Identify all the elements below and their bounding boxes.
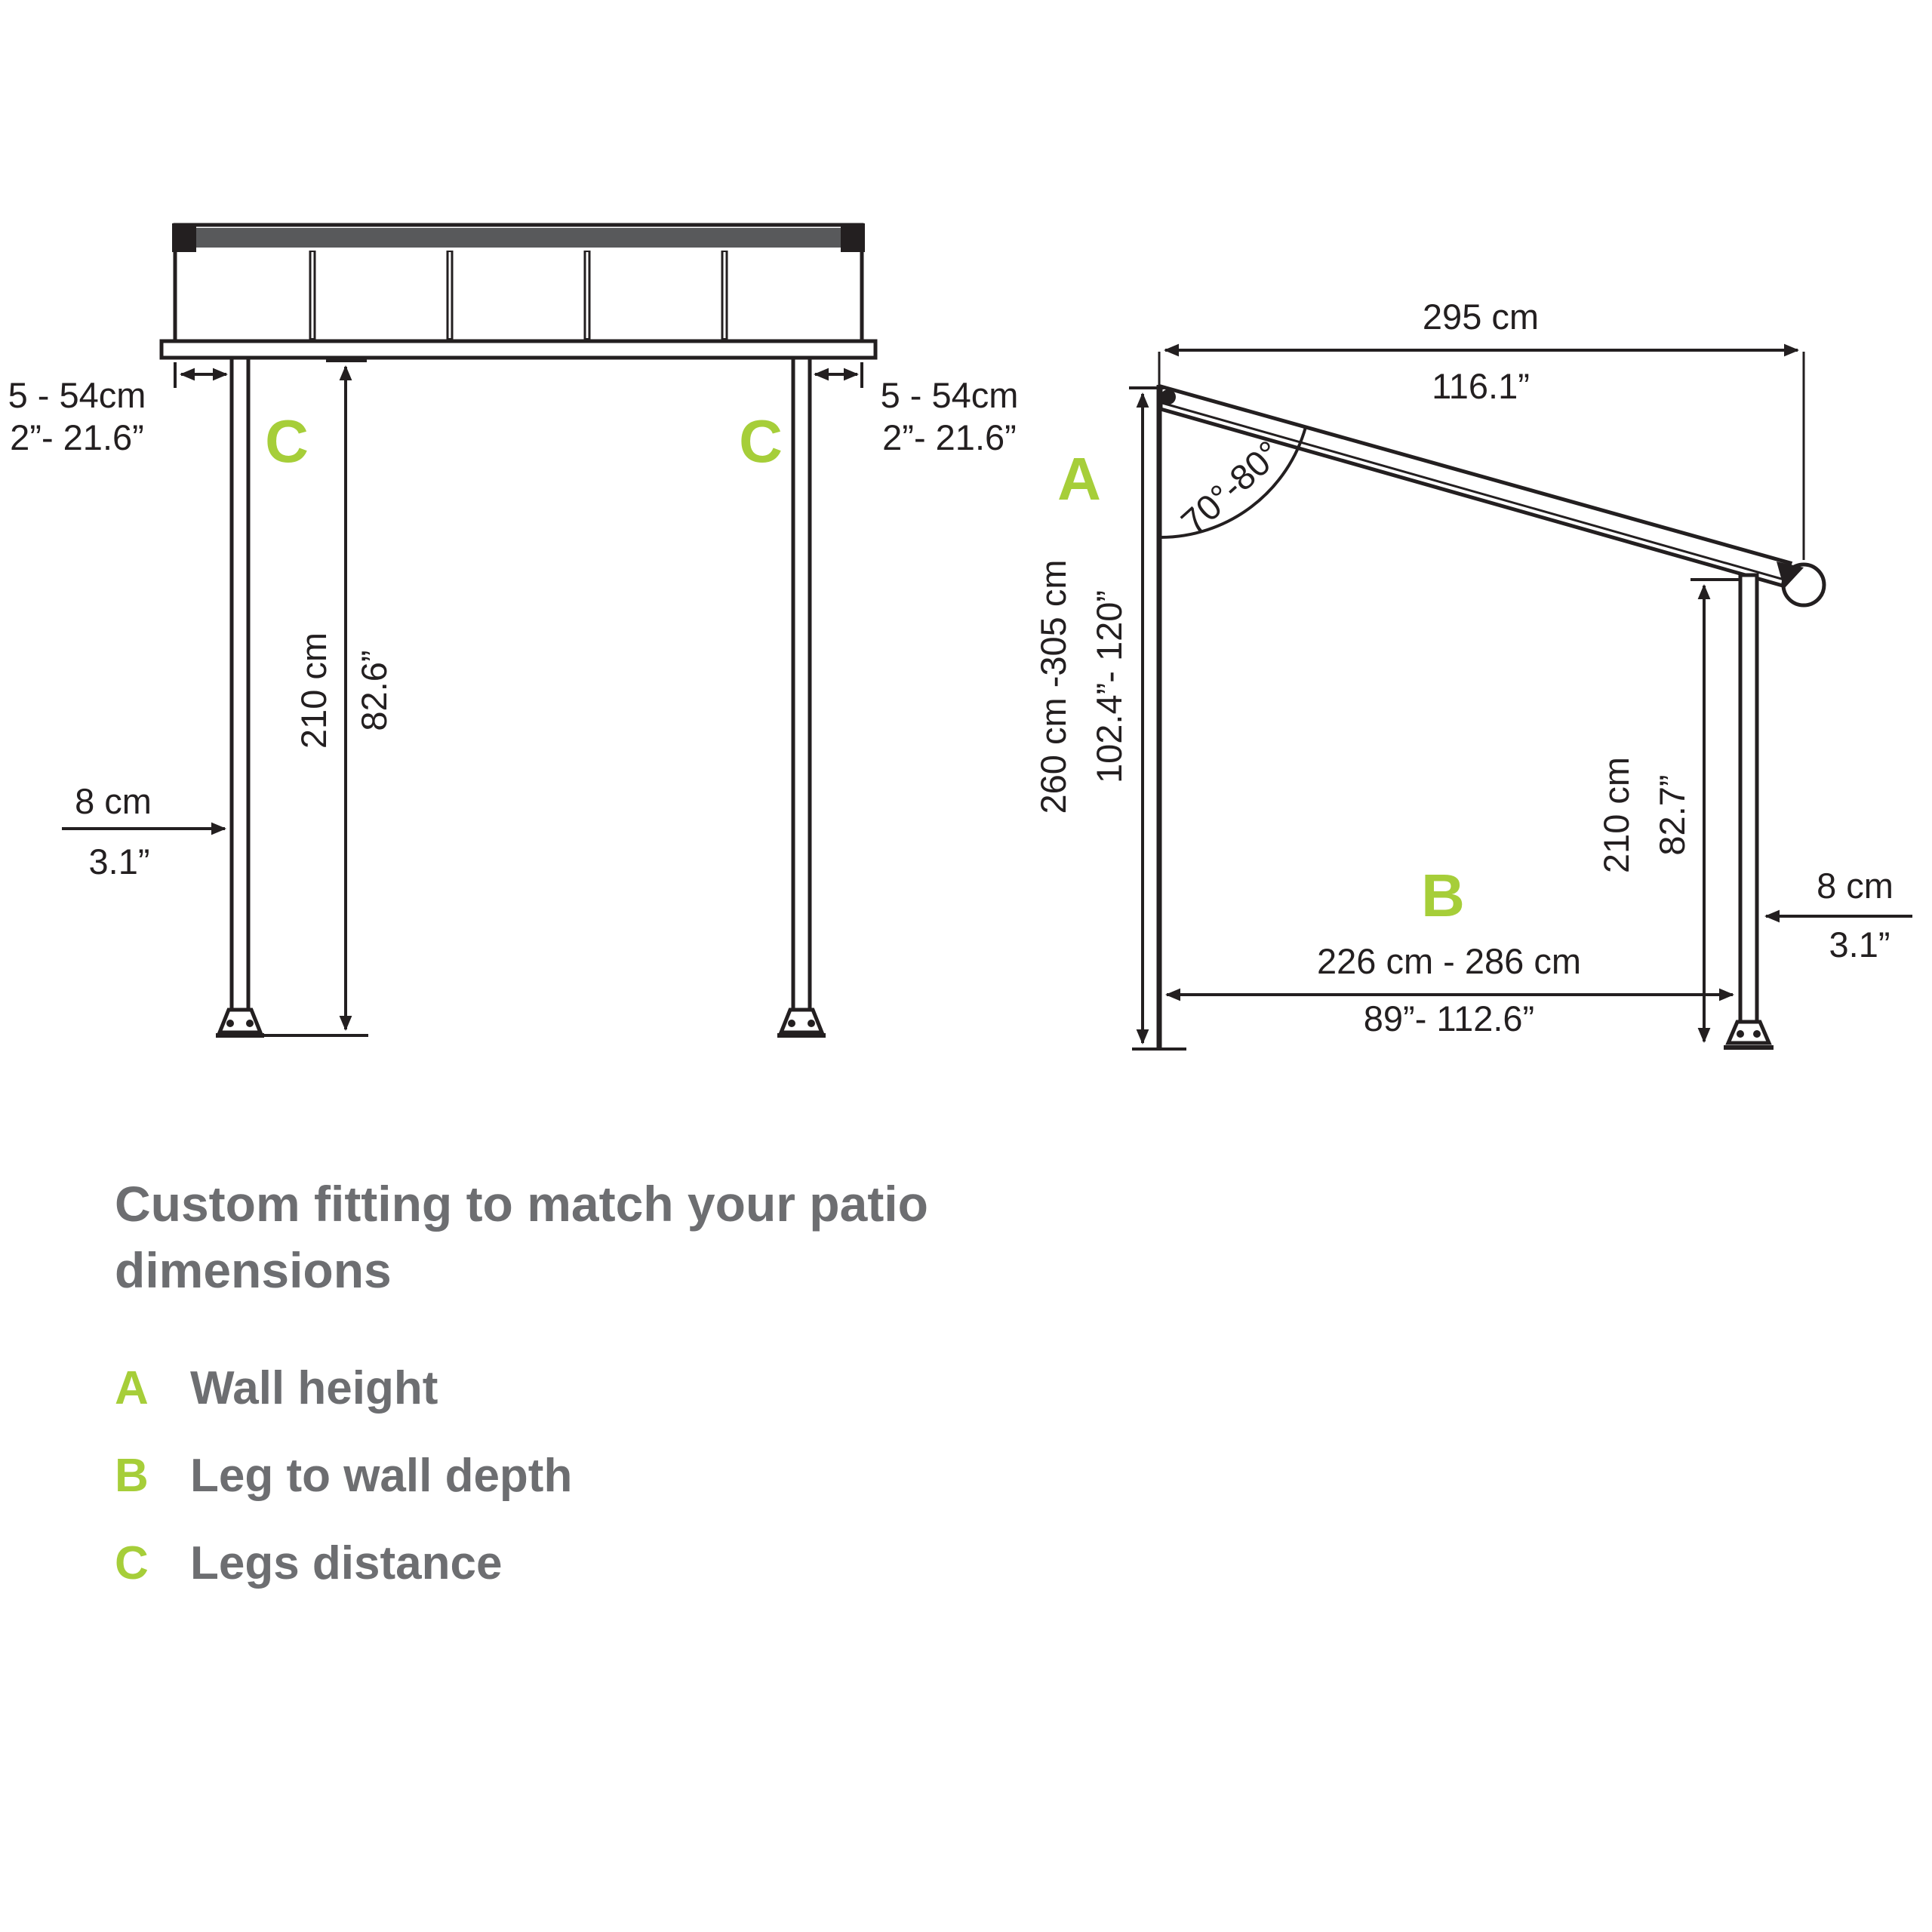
wall-bracket-pivot [1161, 389, 1176, 405]
front-left-offset-dimension: 5 - 54cm 2”- 21.6” [8, 362, 228, 457]
legend-key-c: C [115, 1537, 149, 1589]
legend-label-leg-to-wall-depth: Leg to wall depth [190, 1450, 572, 1502]
front-offset-left-in: 2”- 21.6” [10, 417, 144, 457]
legend-key-b: B [115, 1450, 149, 1502]
foot-bolt [1737, 1030, 1744, 1038]
side-leg [1724, 573, 1774, 1050]
front-leg-height-in: 82.6” [354, 650, 394, 731]
front-right-offset-dimension: 5 - 54cm 2”- 21.6” [814, 362, 1019, 457]
side-leg-height-dimension: 210 cm 82.7” [1596, 578, 1739, 1043]
leg-foot [778, 1008, 825, 1035]
legend-item-wall-height: A Wall height [115, 1362, 438, 1414]
legend: Custom fitting to match your patio dimen… [115, 1176, 928, 1589]
depth-dimension: 226 cm - 286 cm 89”- 112.6” [1165, 941, 1734, 1038]
legend-item-leg-to-wall-depth: B Leg to wall depth [115, 1450, 572, 1502]
front-leg-width-in: 3.1” [89, 841, 150, 881]
leg-post [791, 355, 812, 1012]
front-view: 5 - 54cm 2”- 21.6” 5 - 54cm 2”- 21.6” C … [8, 223, 1019, 1038]
side-leg-width-in: 3.1” [1829, 924, 1890, 964]
side-leg-width-dimension: 8 cm 3.1” [1764, 866, 1912, 964]
side-leg-width-cm: 8 cm [1817, 866, 1894, 906]
wall-height-label: A [1057, 445, 1101, 512]
side-view: 295 cm 116.1” A 260 cm -305 cm 102.4”- 1… [1033, 297, 1912, 1051]
angle-arc [1160, 426, 1307, 539]
front-offset-right-in: 2”- 21.6” [882, 417, 1017, 457]
side-leg-height-cm: 210 cm [1596, 757, 1636, 873]
front-offset-right-cm: 5 - 54cm [881, 375, 1019, 415]
legend-label-wall-height: Wall height [190, 1362, 438, 1414]
depth-in: 89”- 112.6” [1364, 998, 1534, 1038]
legs-distance-label-left: C [265, 408, 309, 475]
foot-bolt [226, 1020, 234, 1027]
front-offset-left-cm: 5 - 54cm [8, 375, 146, 415]
legend-label-legs-distance: Legs distance [190, 1537, 502, 1589]
foot-bolt [808, 1020, 815, 1027]
front-leg-width-cm: 8 cm [75, 781, 152, 821]
foot-bolt [1753, 1030, 1761, 1038]
roof-inner-line [1161, 401, 1785, 581]
front-panel-dividers [309, 251, 728, 340]
depth-label: B [1421, 862, 1465, 929]
roof-width-in: 116.1” [1432, 366, 1530, 406]
legs-distance-label-right: C [739, 408, 783, 475]
leg-post [1738, 573, 1759, 1024]
roof-width-cm: 295 cm [1423, 297, 1539, 337]
legend-item-legs-distance: C Legs distance [115, 1537, 502, 1589]
legend-title-line2: dimensions [115, 1242, 392, 1298]
legend-title-line1: Custom fitting to match your patio [115, 1176, 928, 1232]
leg-foot [217, 1008, 263, 1035]
front-right-leg [777, 355, 826, 1038]
leg-post [229, 355, 251, 1012]
foot-bolt [788, 1020, 795, 1027]
front-roof-left-cap [172, 223, 196, 252]
front-roof-right-cap [841, 223, 865, 252]
front-roof-top-band [178, 228, 859, 248]
leg-foot [1725, 1020, 1772, 1045]
wall-height-cm: 260 cm -305 cm [1033, 560, 1073, 814]
foot-bolt [246, 1020, 254, 1027]
side-leg-height-in: 82.7” [1652, 774, 1692, 855]
front-leg-width-dimension: 8 cm 3.1” [62, 781, 226, 881]
front-left-leg [216, 355, 264, 1038]
legend-key-a: A [115, 1362, 149, 1414]
front-leg-height-dimension: 210 cm 82.6” [264, 359, 394, 1037]
front-leg-height-cm: 210 cm [294, 632, 334, 749]
roof-width-dimension: 295 cm 116.1” [1164, 297, 1805, 560]
wall-height-in: 102.4”- 120” [1089, 590, 1129, 783]
wall-height-dimension: 260 cm -305 cm 102.4”- 120” [1033, 386, 1164, 1044]
depth-cm: 226 cm - 286 cm [1317, 941, 1581, 981]
front-gutter [159, 339, 878, 360]
gutter-joint [1777, 561, 1804, 589]
